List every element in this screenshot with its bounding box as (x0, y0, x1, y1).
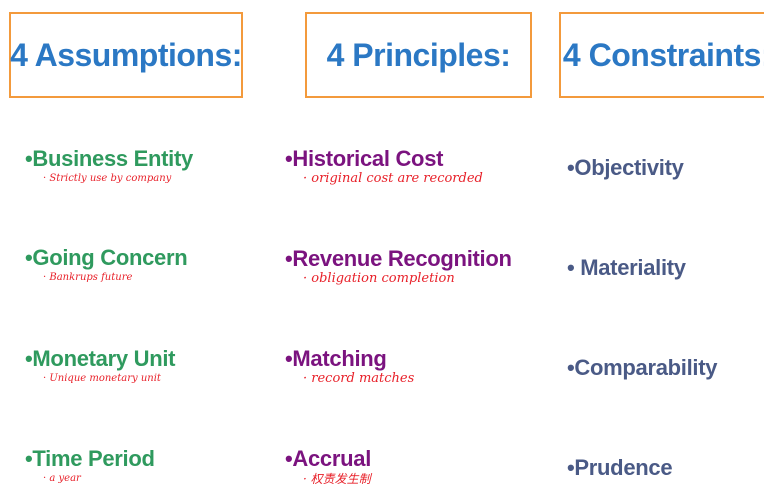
principle-item-revenue-recognition: •Revenue Recognition · obligation comple… (285, 246, 512, 286)
principle-item-matching: •Matching · record matches (285, 346, 414, 386)
principle-label: •Historical Cost (285, 146, 444, 171)
principle-note: · original cost are recorded (303, 171, 483, 186)
assumption-label: •Business Entity (25, 146, 193, 171)
constraint-item-comparability: •Comparability (567, 355, 718, 381)
assumptions-header-box: 4 Assumptions: (9, 12, 243, 98)
assumption-label: •Monetary Unit (25, 346, 176, 371)
constraints-header-box: 4 Constraints: (559, 12, 764, 98)
assumption-item-time-period: •Time Period · a year (25, 446, 155, 486)
constraints-header: 4 Constraints: (562, 36, 764, 73)
principle-item-accrual: •Accrual · 权责发生制 (285, 446, 371, 486)
principle-note: · record matches (303, 371, 415, 386)
constraint-item-materiality: • Materiality (567, 255, 686, 281)
principle-label: •Matching (285, 346, 387, 371)
assumption-label: •Time Period (25, 446, 155, 471)
assumption-note: · a year (43, 473, 81, 484)
principle-item-historical-cost: •Historical Cost · original cost are rec… (285, 146, 483, 186)
assumption-item-monetary-unit: •Monetary Unit · Unique monetary unit (25, 346, 175, 386)
assumption-note: · Strictly use by company (43, 173, 172, 184)
constraint-label: •Objectivity (567, 155, 684, 180)
assumption-note: · Bankrups future (43, 272, 133, 283)
assumption-item-going-concern: •Going Concern · Bankrups future (25, 245, 188, 285)
assumption-item-business-entity: •Business Entity · Strictly use by compa… (25, 146, 193, 186)
principle-note: · 权责发生制 (303, 472, 371, 486)
principle-label: •Revenue Recognition (285, 246, 512, 271)
constraint-item-objectivity: •Objectivity (567, 155, 684, 181)
assumptions-header: 4 Assumptions: (10, 36, 242, 73)
constraint-label: •Comparability (567, 355, 718, 380)
principles-header-box: 4 Principles: (305, 12, 532, 98)
assumption-note: · Unique monetary unit (43, 373, 161, 384)
principles-header: 4 Principles: (326, 36, 511, 73)
constraint-label: • Materiality (567, 255, 686, 280)
principle-note: · obligation completion (303, 271, 455, 286)
constraint-item-prudence: •Prudence (567, 455, 673, 481)
assumption-label: •Going Concern (25, 245, 188, 270)
principle-label: •Accrual (285, 446, 372, 471)
constraint-label: •Prudence (567, 455, 673, 480)
